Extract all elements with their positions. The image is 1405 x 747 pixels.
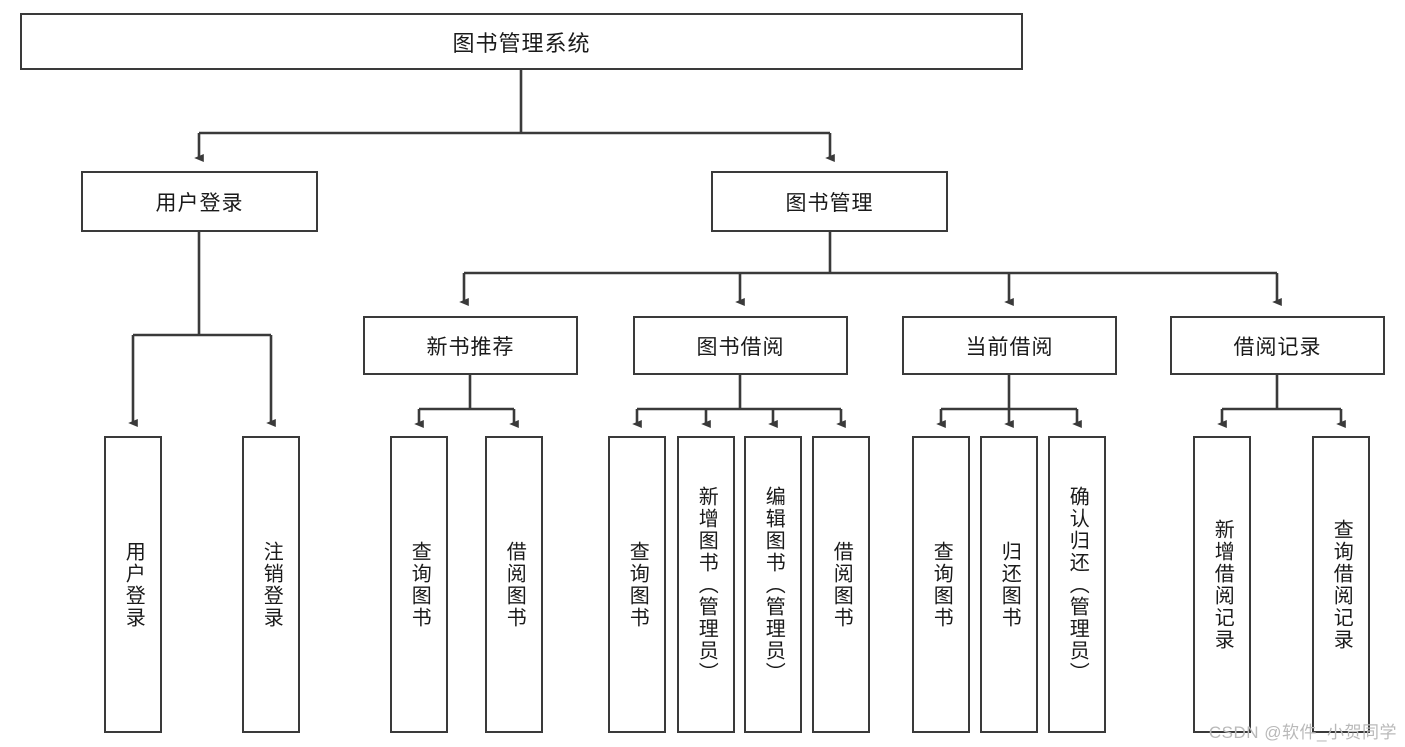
node-label: 注销登录 <box>260 540 283 629</box>
node-book-borrow[interactable]: 图书借阅 <box>633 316 848 375</box>
node-book-management[interactable]: 图书管理 <box>711 171 948 232</box>
node-label: 确认归还（管理员） <box>1066 485 1089 684</box>
leaf-query-book-borrow[interactable]: 查询图书 <box>608 436 666 733</box>
node-root-book-management-system[interactable]: 图书管理系统 <box>20 13 1023 70</box>
leaf-query-book-recommend[interactable]: 查询图书 <box>390 436 448 733</box>
node-label: 新增借阅记录 <box>1211 518 1234 651</box>
leaf-borrow-book-recommend[interactable]: 借阅图书 <box>485 436 543 733</box>
node-new-book-recommend[interactable]: 新书推荐 <box>363 316 578 375</box>
node-label: 新增图书（管理员） <box>695 485 718 684</box>
node-label: 图书借阅 <box>696 335 785 359</box>
node-user-login[interactable]: 用户登录 <box>81 171 318 232</box>
node-label: 借阅图书 <box>830 540 853 629</box>
node-label: 借阅图书 <box>503 540 526 629</box>
node-label: 查询图书 <box>930 540 953 629</box>
node-label: 用户登录 <box>155 191 244 215</box>
node-label: 查询借阅记录 <box>1330 518 1353 651</box>
leaf-edit-book-admin[interactable]: 编辑图书（管理员） <box>744 436 802 733</box>
csdn-watermark: CSDN @软件_小贺同学 <box>1208 723 1397 742</box>
leaf-logout-login[interactable]: 注销登录 <box>242 436 300 733</box>
leaf-confirm-return-admin[interactable]: 确认归还（管理员） <box>1048 436 1106 733</box>
leaf-query-borrow-record[interactable]: 查询借阅记录 <box>1312 436 1370 733</box>
leaf-borrow-book[interactable]: 借阅图书 <box>812 436 870 733</box>
leaf-add-borrow-record[interactable]: 新增借阅记录 <box>1193 436 1251 733</box>
node-current-borrow[interactable]: 当前借阅 <box>902 316 1117 375</box>
node-label: 查询图书 <box>626 540 649 629</box>
leaf-user-login[interactable]: 用户登录 <box>104 436 162 733</box>
node-label: 当前借阅 <box>965 335 1054 359</box>
node-label: 查询图书 <box>408 540 431 629</box>
leaf-return-book[interactable]: 归还图书 <box>980 436 1038 733</box>
leaf-query-book-current[interactable]: 查询图书 <box>912 436 970 733</box>
node-label: 图书管理 <box>785 191 874 215</box>
node-label: 归还图书 <box>998 540 1021 629</box>
node-label: 图书管理系统 <box>452 30 591 56</box>
node-label: 新书推荐 <box>426 335 515 359</box>
leaf-add-book-admin[interactable]: 新增图书（管理员） <box>677 436 735 733</box>
node-label: 编辑图书（管理员） <box>762 485 785 684</box>
node-label: 用户登录 <box>122 540 145 629</box>
node-label: 借阅记录 <box>1233 335 1322 359</box>
node-borrow-record[interactable]: 借阅记录 <box>1170 316 1385 375</box>
